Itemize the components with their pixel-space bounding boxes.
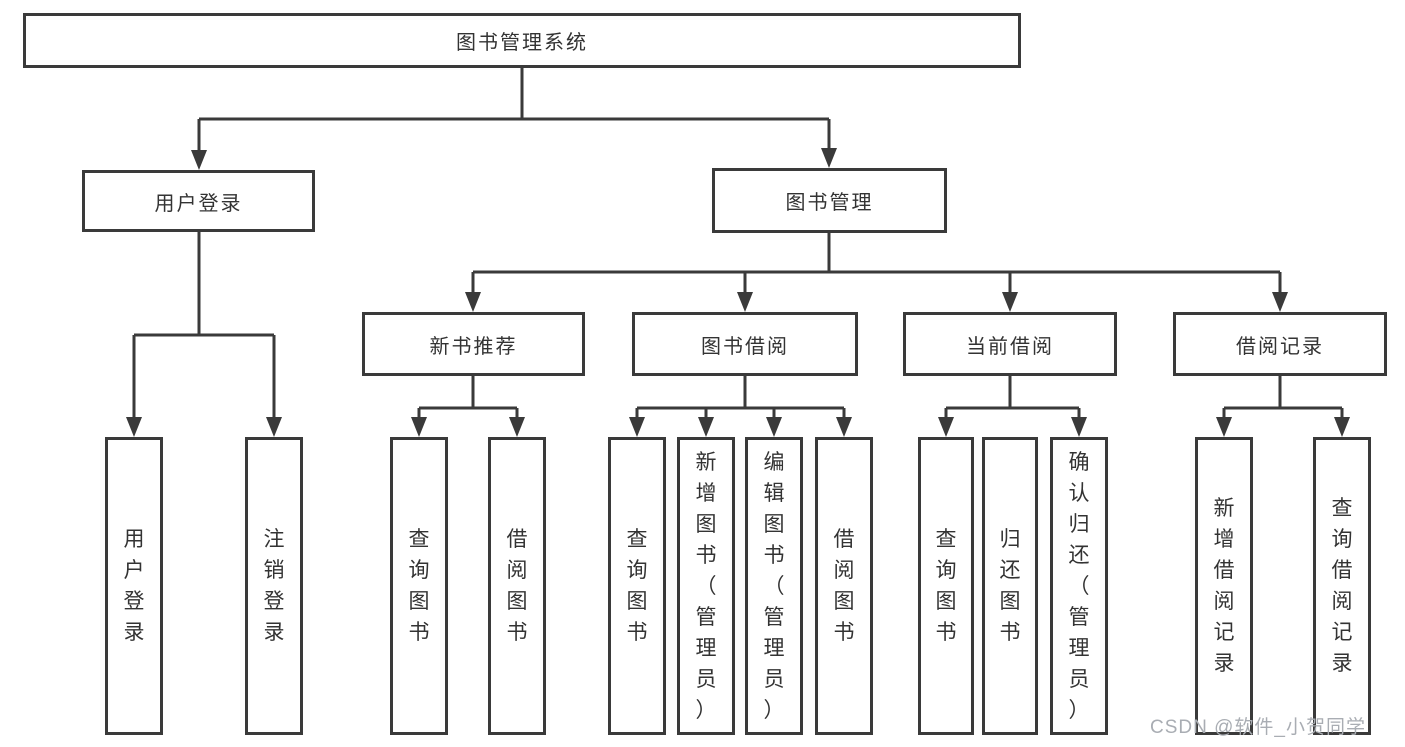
leaf-label: 用 户 登 录 [123, 528, 145, 644]
leaf-label: 编 辑 图 书 （ 管 理 员 ） [763, 450, 785, 722]
node-label: 当前借阅 [966, 335, 1054, 358]
leaf-query-books: 查 询 图 书 [390, 437, 448, 735]
leaf-label: 查 询 借 阅 记 录 [1331, 497, 1353, 675]
leaf-label: 借 阅 图 书 [833, 528, 855, 644]
leaf-query-borrow-record: 查 询 借 阅 记 录 [1313, 437, 1371, 735]
node-borrowing-records: 借阅记录 [1173, 312, 1387, 376]
node-book-borrowing: 图书借阅 [632, 312, 858, 376]
node-current-borrowing: 当前借阅 [903, 312, 1117, 376]
node-new-book-recommendation: 新书推荐 [362, 312, 585, 376]
leaf-query-books: 查 询 图 书 [608, 437, 666, 735]
leaf-label: 新 增 图 书 （ 管 理 员 ） [695, 450, 717, 722]
leaf-confirm-return-admin: 确 认 归 还 （ 管 理 员 ） [1050, 437, 1108, 735]
leaf-label: 查 询 图 书 [626, 528, 648, 644]
node-label: 图书借阅 [701, 335, 789, 358]
leaf-label: 确 认 归 还 （ 管 理 员 ） [1068, 450, 1090, 722]
leaf-return-books: 归 还 图 书 [982, 437, 1038, 735]
leaf-logout: 注 销 登 录 [245, 437, 303, 735]
node-library-management-system: 图书管理系统 [23, 13, 1021, 68]
leaf-borrow-books: 借 阅 图 书 [815, 437, 873, 735]
leaf-add-borrow-record: 新 增 借 阅 记 录 [1195, 437, 1253, 735]
leaf-label: 借 阅 图 书 [506, 528, 528, 644]
leaf-label: 查 询 图 书 [935, 528, 957, 644]
node-label: 图书管理 [785, 192, 874, 214]
leaf-label: 归 还 图 书 [999, 528, 1021, 644]
leaf-user-login: 用 户 登 录 [105, 437, 163, 735]
leaf-label: 查 询 图 书 [408, 528, 430, 644]
arrowheads [126, 148, 1350, 437]
node-book-management: 图书管理 [712, 168, 947, 233]
leaf-add-books-admin: 新 增 图 书 （ 管 理 员 ） [677, 437, 735, 735]
leaf-label: 新 增 借 阅 记 录 [1213, 497, 1235, 675]
node-label: 用户登录 [154, 192, 243, 215]
csdn-watermark: CSDN @软件_小贺同学 [1150, 717, 1366, 738]
node-user-login: 用户登录 [82, 170, 315, 232]
node-label: 图书管理系统 [456, 32, 588, 54]
node-label: 借阅记录 [1236, 335, 1324, 358]
leaf-edit-books-admin: 编 辑 图 书 （ 管 理 员 ） [745, 437, 803, 735]
leaf-query-books: 查 询 图 书 [918, 437, 974, 735]
node-label: 新书推荐 [429, 335, 518, 358]
leaf-label: 注 销 登 录 [263, 528, 285, 644]
leaf-borrow-books: 借 阅 图 书 [488, 437, 546, 735]
